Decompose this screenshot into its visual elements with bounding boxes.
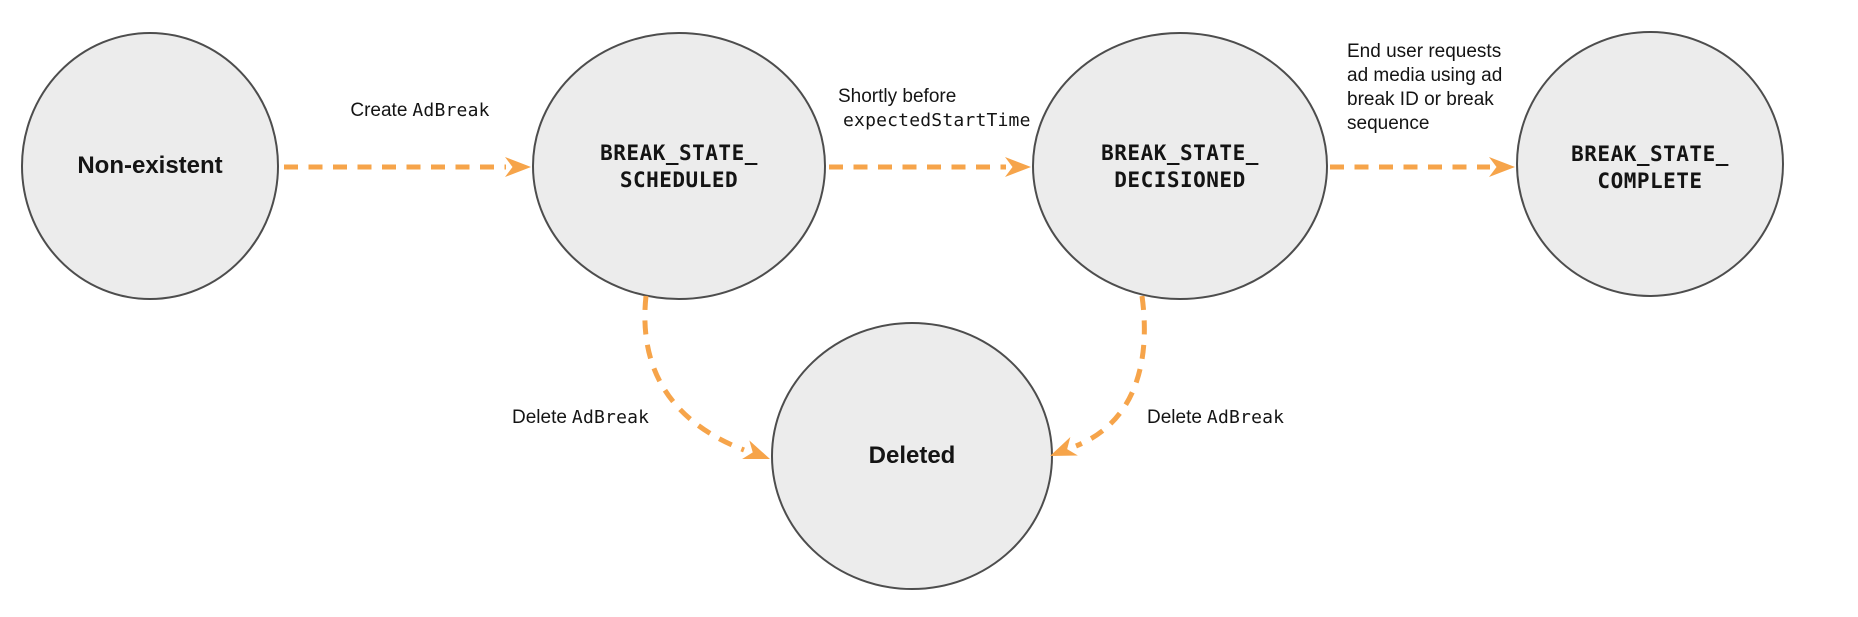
transition-arrow-shortly-before bbox=[829, 157, 1031, 177]
state-node-break-state-scheduled bbox=[532, 32, 826, 300]
state-label-line: COMPLETE bbox=[1597, 169, 1703, 193]
edge-label-text: Delete bbox=[1147, 407, 1202, 428]
state-label-line: BREAK_STATE_ bbox=[1101, 141, 1259, 165]
transition-arrow-delete-adbreak-left bbox=[642, 295, 770, 460]
arrowhead-icon bbox=[1489, 157, 1515, 177]
state-label-non-existent: Non-existent bbox=[77, 152, 223, 179]
state-label-line: BREAK_STATE_ bbox=[600, 141, 758, 165]
state-label-line: DECISIONED bbox=[1114, 168, 1246, 192]
state-node-break-state-complete bbox=[1516, 31, 1784, 297]
arrowhead-icon bbox=[742, 440, 770, 460]
state-label-break-state-scheduled: BREAK_STATE_ SCHEDULED bbox=[600, 140, 758, 194]
state-node-break-state-decisioned bbox=[1032, 32, 1328, 300]
edge-label-text: sequence bbox=[1347, 113, 1430, 134]
edge-label-code: AdBreak bbox=[571, 407, 650, 428]
transition-arrow-delete-adbreak-right bbox=[1050, 295, 1147, 456]
state-label-break-state-decisioned: BREAK_STATE_ DECISIONED bbox=[1101, 140, 1259, 194]
arrowhead-icon bbox=[1005, 157, 1031, 177]
edge-label-code: AdBreak bbox=[1206, 407, 1285, 428]
edge-label-text: ad media using ad bbox=[1347, 65, 1503, 86]
edge-label-text: Delete bbox=[512, 407, 567, 428]
edge-label-end-user-requests: End user requests ad media using ad brea… bbox=[1347, 40, 1502, 136]
edge-label-text: End user requests bbox=[1347, 41, 1502, 62]
edge-label-text: break ID or break bbox=[1347, 89, 1494, 110]
edge-label-text: Shortly before bbox=[838, 86, 957, 107]
arrowhead-icon bbox=[1050, 436, 1078, 456]
edge-label-code: AdBreak bbox=[412, 100, 490, 121]
transition-arrow-end-user-requests bbox=[1330, 157, 1515, 177]
state-node-non-existent bbox=[21, 32, 279, 300]
state-node-deleted bbox=[771, 322, 1053, 590]
edge-label-text: Create bbox=[350, 100, 408, 121]
edge-label-code: expectedStartTime bbox=[843, 110, 1031, 131]
state-label-break-state-complete: BREAK_STATE_ COMPLETE bbox=[1571, 141, 1729, 195]
state-label-line: BREAK_STATE_ bbox=[1571, 142, 1729, 166]
state-label-line: SCHEDULED bbox=[619, 168, 739, 192]
state-label-deleted: Deleted bbox=[868, 442, 956, 469]
edge-label-shortly-before: Shortly before expectedStartTime bbox=[838, 85, 1031, 133]
arrowhead-icon bbox=[505, 157, 531, 177]
transition-arrow-create-adbreak bbox=[284, 157, 531, 177]
